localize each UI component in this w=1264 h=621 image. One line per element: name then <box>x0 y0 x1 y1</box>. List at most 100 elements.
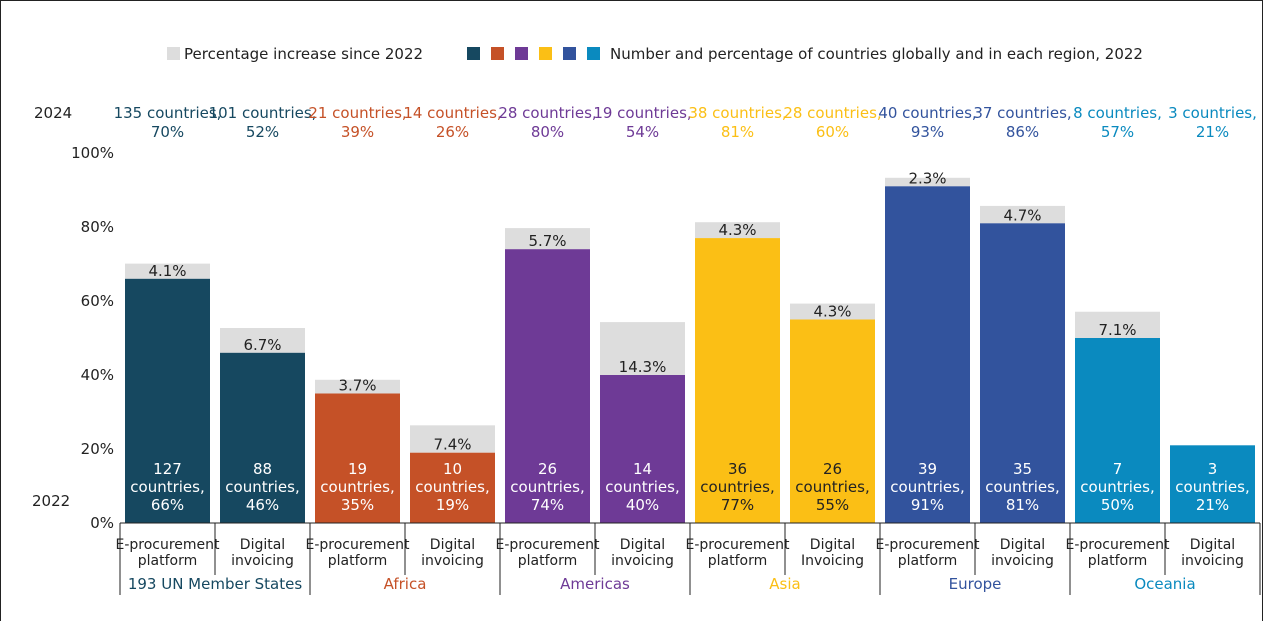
category-label: E-procurement <box>495 537 600 553</box>
bar-inner-label: 3 <box>1208 460 1218 478</box>
category-label: platform <box>328 553 388 569</box>
top-label-2024: 3 countries, <box>1168 104 1257 122</box>
increase-label: 7.4% <box>433 436 471 454</box>
bar-increase-2024 <box>790 303 875 320</box>
top-label-2024: 80% <box>531 123 564 141</box>
category-label: invoicing <box>231 553 294 569</box>
increase-label: 4.7% <box>1003 206 1041 224</box>
bar-inner-label: 7 <box>1113 460 1123 478</box>
bar-2022 <box>695 238 780 523</box>
bar-increase-2024 <box>980 205 1065 224</box>
increase-label: 14.3% <box>619 358 667 376</box>
bar-2022 <box>885 186 970 524</box>
increase-label: 3.7% <box>338 377 376 395</box>
category-label: invoicing <box>1181 553 1244 569</box>
category-label: E-procurement <box>1065 537 1170 553</box>
bar-inner-label: 74% <box>531 496 564 514</box>
top-label-2024: 57% <box>1101 123 1134 141</box>
bar-inner-label: 46% <box>246 496 279 514</box>
bar-inner-label: 10 <box>443 460 462 478</box>
bar-inner-label: 39 <box>918 460 937 478</box>
category-label: platform <box>138 553 198 569</box>
bar-inner-label: countries, <box>225 478 299 496</box>
legend-label-increase: Percentage increase since 2022 <box>184 45 423 63</box>
y-tick-label: 80% <box>81 218 114 236</box>
bar-inner-label: 35 <box>1013 460 1032 478</box>
bar-increase-2024 <box>505 228 590 250</box>
bar-inner-label: countries, <box>795 478 869 496</box>
increase-label: 6.7% <box>243 336 281 354</box>
increase-label: 4.1% <box>148 262 186 280</box>
increase-label: 4.3% <box>813 303 851 321</box>
top-label-2024: 38 countries, <box>688 104 786 122</box>
category-label: E-procurement <box>115 537 220 553</box>
y-tick-label: 100% <box>71 144 114 162</box>
bar-inner-label: countries, <box>130 478 204 496</box>
bar-inner-label: 40% <box>626 496 659 514</box>
category-label: Digital <box>1190 537 1235 553</box>
category-label: invoicing <box>611 553 674 569</box>
year-label-2022: 2022 <box>32 492 70 510</box>
bar-increase-2024 <box>695 222 780 239</box>
y-tick-label: 0% <box>90 514 114 532</box>
top-label-2024: 101 countries, <box>209 104 317 122</box>
top-label-2024: 28 countries, <box>498 104 596 122</box>
bar-inner-label: countries, <box>890 478 964 496</box>
bar-2022 <box>410 452 495 523</box>
legend-swatch-increase <box>167 47 180 60</box>
group-label: 193 UN Member States <box>128 575 303 593</box>
top-label-2024: 52% <box>246 123 279 141</box>
bar-inner-label: countries, <box>510 478 584 496</box>
top-label-2024: 26% <box>436 123 469 141</box>
bar-inner-label: 36 <box>728 460 747 478</box>
bar-increase-2024 <box>410 425 495 453</box>
top-label-2024: 40 countries, <box>878 104 976 122</box>
top-label-2024: 19 countries, <box>593 104 691 122</box>
bar-2022 <box>1170 445 1255 523</box>
top-label-2024: 8 countries, <box>1073 104 1162 122</box>
category-label: Digital <box>430 537 475 553</box>
legend-swatch-0 <box>467 47 480 60</box>
category-label: invoicing <box>421 553 484 569</box>
legend-swatch-4 <box>563 47 576 60</box>
category-label: platform <box>708 553 768 569</box>
bar-increase-2024 <box>315 379 400 394</box>
bar-inner-label: 81% <box>1006 496 1039 514</box>
bar-inner-label: countries, <box>700 478 774 496</box>
top-label-2024: 21 countries, <box>308 104 406 122</box>
y-tick-label: 20% <box>81 440 114 458</box>
bar-inner-label: countries, <box>985 478 1059 496</box>
bar-2022 <box>980 223 1065 524</box>
bar-inner-label: 14 <box>633 460 652 478</box>
top-label-2024: 21% <box>1196 123 1229 141</box>
category-label: E-procurement <box>685 537 790 553</box>
y-tick-label: 40% <box>81 366 114 384</box>
top-label-2024: 37 countries, <box>973 104 1071 122</box>
increase-label: 7.1% <box>1098 321 1136 339</box>
legend-swatch-3 <box>539 47 552 60</box>
bar-inner-label: countries, <box>1175 478 1249 496</box>
increase-label: 5.7% <box>528 232 566 250</box>
bar-2022 <box>600 375 685 523</box>
bar-2022 <box>125 278 210 523</box>
category-label: E-procurement <box>305 537 410 553</box>
bar-inner-label: 66% <box>151 496 184 514</box>
category-label: Digital <box>810 537 855 553</box>
top-label-2024: 54% <box>626 123 659 141</box>
bar-2022 <box>220 352 305 523</box>
bar-inner-label: 19 <box>348 460 367 478</box>
bar-inner-label: 35% <box>341 496 374 514</box>
top-label-2024: 135 countries, <box>114 104 222 122</box>
year-label-2024: 2024 <box>34 104 72 122</box>
legend-swatch-1 <box>491 47 504 60</box>
category-label: Digital <box>240 537 285 553</box>
bar-2022 <box>315 393 400 523</box>
bar-inner-label: 91% <box>911 496 944 514</box>
bar-2022 <box>1075 338 1160 523</box>
bar-inner-label: 127 <box>153 460 182 478</box>
top-label-2024: 39% <box>341 123 374 141</box>
category-label: platform <box>1088 553 1148 569</box>
group-label: Oceania <box>1134 575 1195 593</box>
top-label-2024: 86% <box>1006 123 1039 141</box>
